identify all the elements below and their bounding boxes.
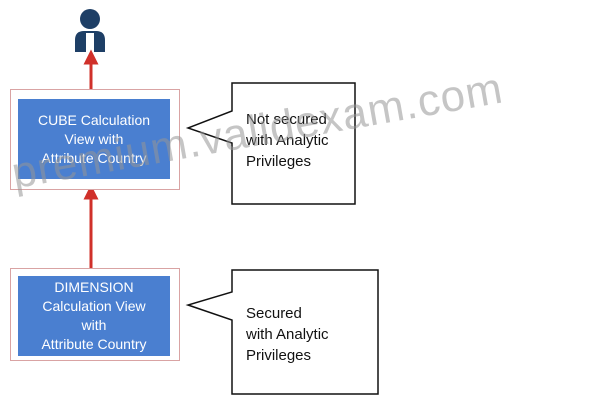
user-icon [75, 9, 105, 52]
callout-bubble-dimension [185, 269, 379, 395]
dimension-callout-text: Secured with Analytic Privileges [246, 305, 329, 364]
callout-bubble-cube [185, 82, 356, 205]
cube-calculation-view-node: CUBE Calculation View with Attribute Cou… [18, 99, 170, 179]
cube-callout-text: Not secured with Analytic Privileges [246, 111, 329, 170]
dimension-calculation-view-node: DIMENSION Calculation View with Attribut… [18, 276, 170, 356]
